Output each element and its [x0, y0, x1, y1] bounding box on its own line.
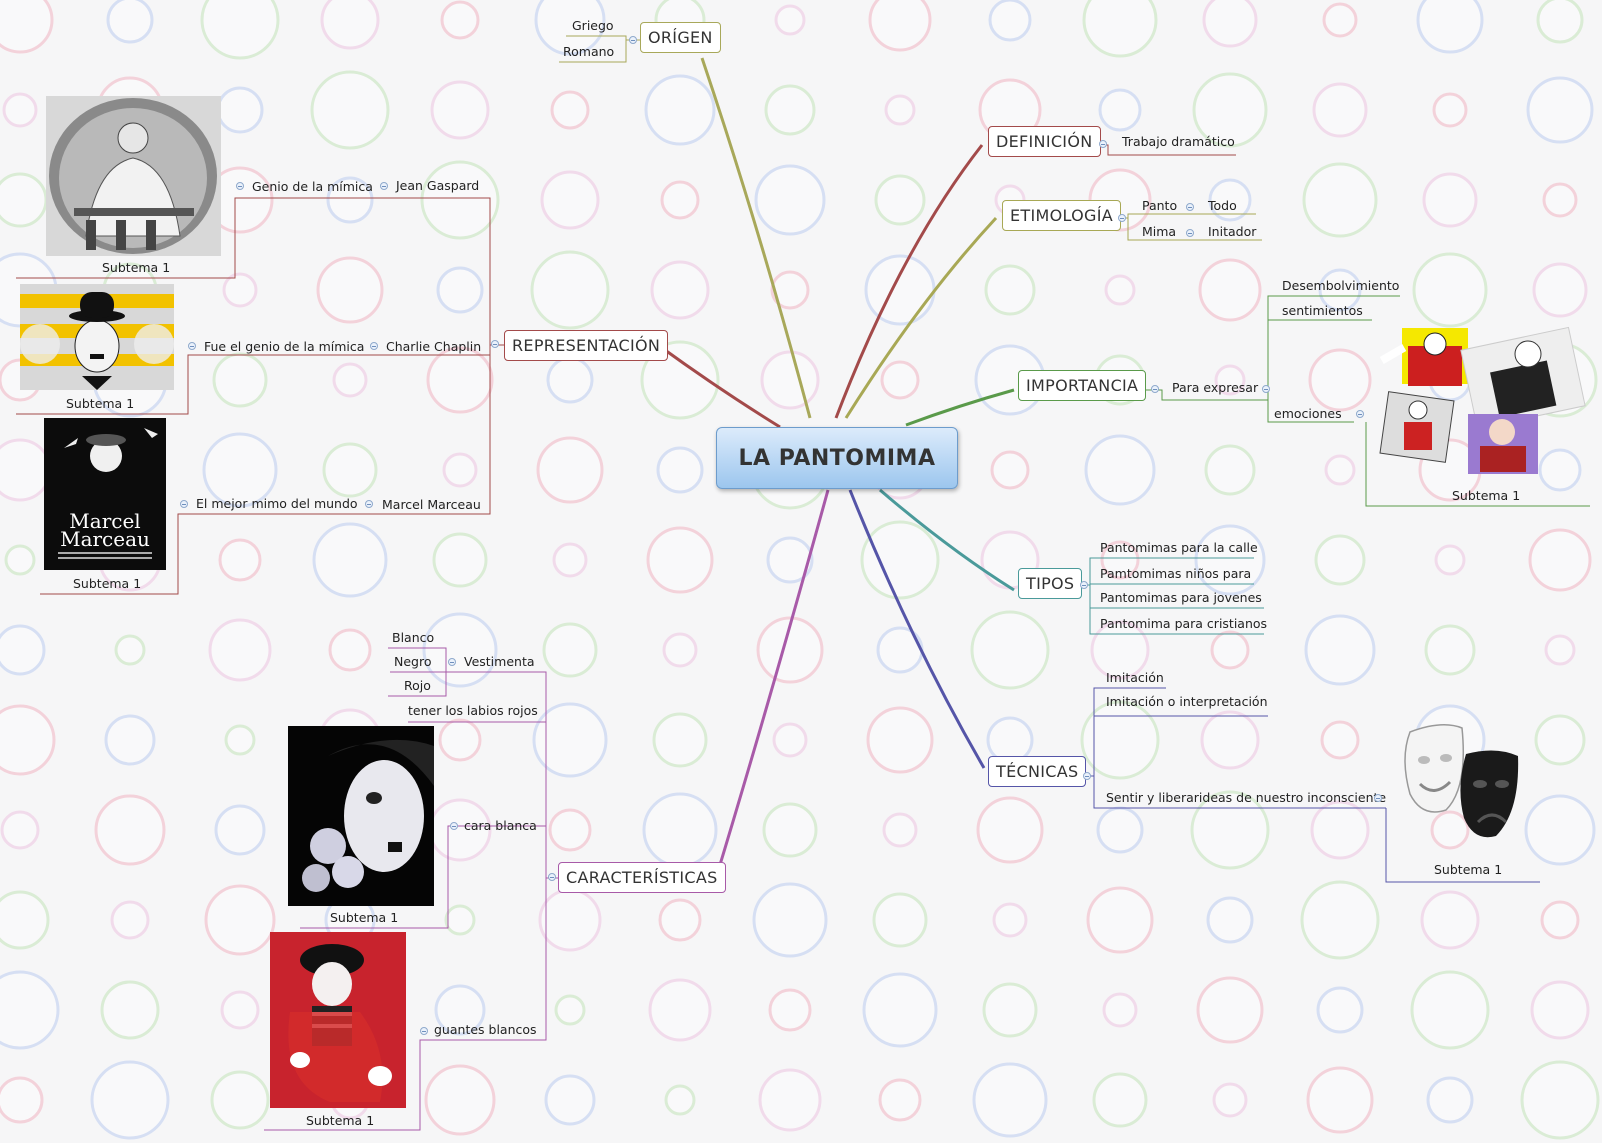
collapse-toggle-mejor-mimo[interactable] — [180, 500, 188, 508]
person-desc-jean-gaspard[interactable]: Genio de la mímica — [252, 179, 373, 194]
poster-title-line-2: Marceau — [60, 527, 150, 551]
collapse-toggle-genio[interactable] — [236, 182, 244, 190]
caracteristica-labios-rojos[interactable]: tener los labios rojos — [408, 703, 538, 718]
tecnicas-image-caption[interactable]: Subtema 1 — [1434, 862, 1503, 877]
etimologia-sub-initador[interactable]: Initador — [1208, 224, 1257, 239]
definicion-item[interactable]: Trabajo dramático — [1122, 134, 1235, 149]
branch-line-tipos — [879, 488, 1015, 592]
etimologia-item-mima[interactable]: Mima — [1142, 224, 1177, 239]
charlie-chaplin-caption[interactable]: Subtema 1 — [66, 396, 135, 411]
caracteristica-guantes-blancos[interactable]: guantes blancos — [434, 1022, 537, 1037]
marcel-marceau-poster: Marcel Marceau — [44, 418, 166, 570]
topic-caracteristicas[interactable]: CARACTERÍSTICAS — [558, 862, 726, 893]
collapse-toggle-etimologia[interactable] — [1118, 214, 1126, 222]
branch-line-representacion — [657, 343, 781, 429]
person-name-marcel-marceau[interactable]: Marcel Marceau — [382, 497, 481, 512]
guantes-blancos-caption[interactable]: Subtema 1 — [306, 1113, 375, 1128]
tipos-item-ninos[interactable]: Pamtomimas niños para — [1100, 566, 1252, 581]
origen-item-griego[interactable]: Griego — [572, 18, 614, 33]
tipos-item-calle[interactable]: Pantomimas para la calle — [1100, 540, 1258, 555]
collapse-toggle-cara-blanca[interactable] — [450, 822, 458, 830]
theater-masks-image — [1404, 724, 1519, 838]
mimes-group-image — [1379, 326, 1586, 474]
collapse-toggle-jean-gaspard[interactable] — [380, 182, 388, 190]
topic-tipos[interactable]: TIPOS — [1018, 568, 1083, 599]
collapse-toggle-caracteristicas[interactable] — [548, 873, 556, 881]
collapse-toggle-vestimenta[interactable] — [448, 658, 456, 666]
cara-blanca-caption[interactable]: Subtema 1 — [330, 910, 399, 925]
importancia-item-sentimientos[interactable]: sentimientos — [1282, 303, 1363, 318]
collapse-toggle-charlie-chaplin[interactable] — [370, 342, 378, 350]
person-desc-charlie-chaplin[interactable]: Fue el genio de la mímica — [204, 339, 365, 354]
poster-title-line-1: Marcel — [69, 509, 140, 533]
topic-definicion[interactable]: DEFINICIÓN — [988, 126, 1101, 157]
topic-origen[interactable]: ORÍGEN — [640, 22, 721, 53]
branch-line-origen — [700, 57, 812, 419]
person-desc-marcel-marceau[interactable]: El mejor mimo del mundo — [196, 496, 358, 511]
origen-item-romano[interactable]: Romano — [563, 44, 615, 59]
charlie-chaplin-image — [20, 284, 174, 390]
collapse-toggle-definicion[interactable] — [1099, 140, 1107, 148]
collapse-toggle-panto[interactable] — [1186, 203, 1194, 211]
central-topic[interactable]: LA PANTOMIMA — [716, 427, 958, 489]
collapse-toggle-sentir[interactable] — [1374, 794, 1382, 802]
branch-line-etimologia — [844, 216, 998, 419]
collapse-toggle-origen[interactable] — [629, 36, 637, 44]
collapse-toggle-emociones[interactable] — [1356, 410, 1364, 418]
mime-gloves-image — [270, 932, 406, 1108]
branch-line-caracteristicas — [714, 489, 830, 879]
branch-line-tecnicas — [848, 489, 986, 769]
tipos-item-jovenes[interactable]: Pantomimas para jovenes — [1100, 590, 1262, 605]
tecnicas-item-sentir[interactable]: Sentir y liberarideas de nuestro inconsc… — [1106, 790, 1387, 805]
collapse-toggle-mima[interactable] — [1186, 229, 1194, 237]
vestimenta-color-negro[interactable]: Negro — [394, 654, 432, 669]
collapse-toggle-para-expresar[interactable] — [1262, 385, 1270, 393]
importancia-item-emociones[interactable]: emociones — [1274, 406, 1342, 421]
branch-line-definicion — [834, 144, 984, 419]
collapse-toggle-representacion[interactable] — [491, 340, 499, 348]
importancia-item-desembolvimiento[interactable]: Desembolvimiento — [1282, 278, 1400, 293]
collapse-toggle-tecnicas[interactable] — [1083, 772, 1091, 780]
topic-representacion[interactable]: REPRESENTACIÓN — [504, 330, 669, 361]
tecnicas-item-imitacion[interactable]: Imitación — [1106, 670, 1164, 685]
etimologia-item-panto[interactable]: Panto — [1142, 198, 1178, 213]
jean-gaspard-caption[interactable]: Subtema 1 — [102, 260, 171, 275]
topic-tecnicas[interactable]: TÉCNICAS — [988, 756, 1087, 787]
marcel-marceau-caption[interactable]: Subtema 1 — [73, 576, 142, 591]
collapse-toggle-importancia[interactable] — [1151, 385, 1159, 393]
tecnicas-item-interpretacion[interactable]: Imitación o interpretación — [1106, 694, 1268, 709]
person-name-charlie-chaplin[interactable]: Charlie Chaplin — [386, 339, 482, 354]
vestimenta-color-rojo[interactable]: Rojo — [404, 678, 431, 693]
collapse-toggle-tipos[interactable] — [1080, 581, 1088, 589]
person-name-jean-gaspard[interactable]: Jean Gaspard — [396, 178, 480, 193]
vestimenta-color-blanco[interactable]: Blanco — [392, 630, 435, 645]
branch-line-importancia — [905, 388, 1015, 427]
vestimenta-label[interactable]: Vestimenta — [464, 654, 535, 669]
jean-gaspard-image — [46, 96, 221, 256]
tipos-item-cristianos[interactable]: Pantomima para cristianos — [1100, 616, 1268, 631]
etimologia-sub-todo[interactable]: Todo — [1208, 198, 1237, 213]
white-face-image — [288, 726, 434, 906]
importancia-child[interactable]: Para expresar — [1172, 380, 1259, 395]
importancia-image-caption[interactable]: Subtema 1 — [1452, 488, 1521, 503]
collapse-toggle-guantes-blancos[interactable] — [420, 1027, 428, 1035]
collapse-toggle-marcel-marceau[interactable] — [365, 500, 373, 508]
topic-importancia[interactable]: IMPORTANCIA — [1018, 370, 1147, 401]
topic-etimologia[interactable]: ETIMOLOGÍA — [1002, 200, 1121, 231]
collapse-toggle-fue-genio[interactable] — [188, 342, 196, 350]
caracteristica-cara-blanca[interactable]: cara blanca — [464, 818, 537, 833]
